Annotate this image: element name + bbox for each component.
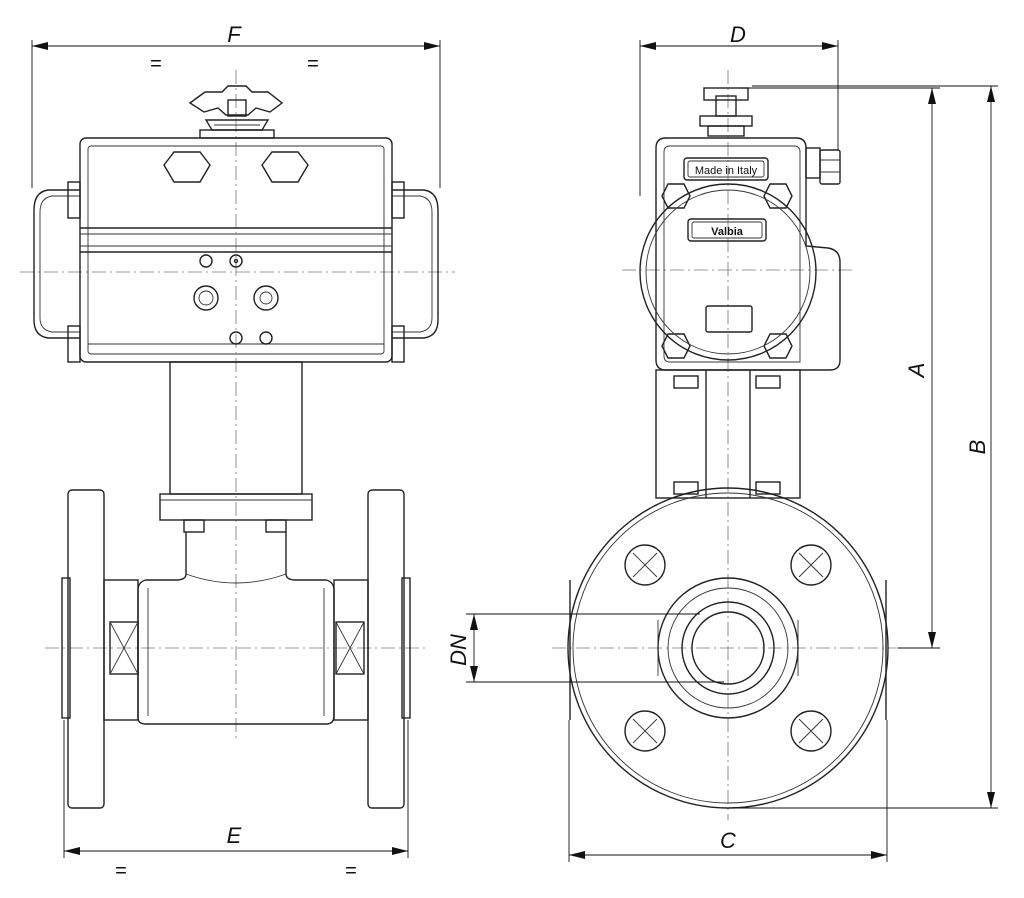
mounting-bracket	[159, 361, 313, 533]
dimension-b	[732, 85, 998, 809]
dim-label-a: A	[904, 363, 929, 380]
front-view	[20, 40, 455, 858]
dim-label-e: E	[227, 823, 242, 848]
dimension-c	[568, 720, 888, 862]
dim-label-dn: DN	[446, 634, 471, 666]
side-position-indicator	[699, 87, 753, 137]
pneumatic-actuator	[33, 137, 439, 363]
side-view: Made in Italy Valbia	[466, 40, 998, 862]
equal-sign-e-left: =	[115, 860, 127, 882]
equal-sign-f-right: =	[307, 53, 319, 75]
dimension-d	[639, 40, 839, 196]
equal-sign-e-right: =	[345, 860, 357, 882]
bracket-side	[655, 369, 801, 499]
valbia-brand-label: Valbia	[711, 226, 744, 238]
dimension-f	[31, 40, 441, 188]
dim-label-f: F	[227, 22, 242, 47]
dimension-e	[63, 720, 409, 858]
position-indicator	[188, 85, 284, 139]
dim-label-b: B	[965, 440, 990, 455]
dimension-a	[740, 87, 940, 649]
dim-label-c: C	[720, 828, 736, 853]
dimension-dn	[466, 613, 724, 683]
made-in-italy-label: Made in Italy	[695, 165, 758, 177]
equal-sign-f-left: =	[150, 53, 162, 75]
dim-label-d: D	[730, 22, 746, 47]
valve-body-front	[61, 489, 411, 809]
actuator-side: Made in Italy Valbia	[639, 137, 841, 371]
flange-side	[567, 487, 889, 809]
